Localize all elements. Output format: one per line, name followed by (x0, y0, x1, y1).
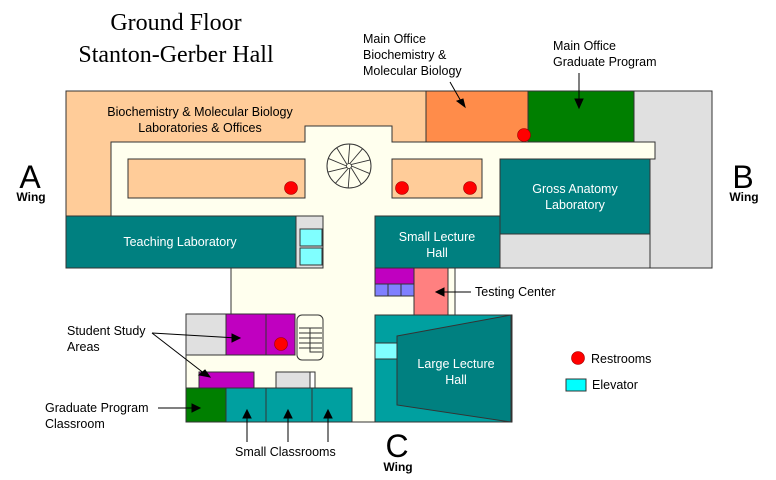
main-office-grad-label-2: Graduate Program (553, 55, 657, 69)
spiral-staircase-icon (326, 143, 372, 189)
biochem-labs-label-2: Laboratories & Offices (138, 121, 261, 135)
service-area-small (275, 371, 311, 389)
gross-anatomy-lab-room[interactable] (499, 158, 651, 235)
wing-c-letter: C (385, 428, 408, 464)
stair-step (336, 147, 348, 165)
grad-classroom-label-1: Graduate Program (45, 401, 149, 415)
small-lecture-label-1: Small Lecture (399, 230, 475, 244)
stair-step (347, 168, 351, 189)
legend-restrooms-label: Restrooms (591, 352, 651, 366)
arrow-head-icon (323, 408, 333, 419)
small-lecture-label-2: Hall (426, 246, 448, 260)
arrow-head-icon (191, 403, 202, 413)
arrow-head-icon (231, 333, 242, 343)
service-area-south (185, 313, 227, 356)
gross-anatomy-label-1: Gross Anatomy (532, 182, 618, 196)
large-lecture-label-1: Large Lecture (417, 357, 494, 371)
student-study-label-2: Areas (67, 340, 100, 354)
wing-a-word: Wing (16, 190, 45, 204)
title-line-2: Stanton-Gerber Hall (78, 42, 274, 68)
pointer-line (151, 332, 238, 339)
stair-step (349, 148, 363, 164)
wing-b-word: Wing (729, 190, 758, 204)
wing-b-letter: B (732, 159, 753, 195)
stair-step (328, 158, 347, 167)
pointer-line (151, 332, 206, 375)
grad-classroom-label-2: Classroom (45, 417, 105, 431)
restroom-icon[interactable] (395, 181, 409, 195)
biochem-lab-block-west[interactable] (127, 158, 306, 199)
locker (400, 283, 415, 297)
restroom-icon[interactable] (274, 337, 288, 351)
main-office-biochem-label-1: Main Office (363, 32, 426, 46)
stair-step (350, 159, 371, 165)
stair-step (335, 168, 349, 184)
elevator-icon[interactable] (299, 228, 323, 247)
wing-c-label: C Wing (383, 428, 412, 474)
main-office-biochem-room[interactable] (425, 90, 529, 143)
staircase-icon (296, 314, 324, 361)
small-classroom-3[interactable] (311, 387, 353, 423)
arrow-head-icon (455, 98, 466, 109)
arrow-head-icon (197, 369, 212, 378)
teaching-lab-label: Teaching Laboratory (123, 235, 237, 249)
legend-restroom-icon (571, 351, 585, 365)
stair-step (347, 143, 351, 164)
locker (374, 283, 389, 297)
restroom-icon[interactable] (284, 181, 298, 195)
small-classrooms-label: Small Classrooms (235, 445, 336, 459)
large-lecture-seating (396, 314, 512, 423)
study-room-north[interactable] (374, 267, 415, 285)
restroom-icon[interactable] (463, 181, 477, 195)
stair-step (350, 167, 362, 185)
title-line-1: Ground Floor (110, 10, 241, 36)
locker (387, 283, 402, 297)
large-lecture-label-2: Hall (445, 373, 467, 387)
testing-center-label: Testing Center (475, 285, 556, 299)
elevator-icon[interactable] (374, 342, 398, 360)
arrow-head-icon (434, 287, 445, 297)
main-office-biochem-label-2: Biochemistry & (363, 48, 447, 62)
main-office-grad-label-1: Main Office (553, 39, 616, 53)
restroom-icon[interactable] (517, 128, 531, 142)
elevator-icon[interactable] (299, 247, 323, 266)
main-office-biochem-label-3: Molecular Biology (363, 64, 462, 78)
pointer-arrows (151, 73, 584, 442)
teaching-lab-room[interactable] (65, 215, 297, 269)
arrow-head-icon (574, 98, 584, 110)
wing-b-label: B Wing (729, 159, 758, 204)
stair-step (327, 167, 348, 173)
legend: Restrooms Elevator (565, 351, 651, 392)
legend-elevator-label: Elevator (592, 378, 638, 392)
grad-program-classroom[interactable] (185, 387, 227, 423)
stair-step (351, 165, 370, 174)
wing-a-label: A Wing (16, 159, 45, 204)
arrow-head-icon (242, 408, 252, 419)
gross-anatomy-label-2: Laboratory (545, 198, 606, 212)
wing-a-letter: A (19, 159, 41, 195)
arrow-head-icon (283, 408, 293, 419)
biochem-labs-label-1: Biochemistry & Molecular Biology (107, 105, 293, 119)
wing-c-word: Wing (383, 460, 412, 474)
student-study-label-1: Student Study (67, 324, 146, 338)
small-lecture-hall-room[interactable] (374, 215, 501, 269)
service-area-anatomy (499, 233, 651, 269)
legend-elevator-icon (565, 378, 587, 392)
